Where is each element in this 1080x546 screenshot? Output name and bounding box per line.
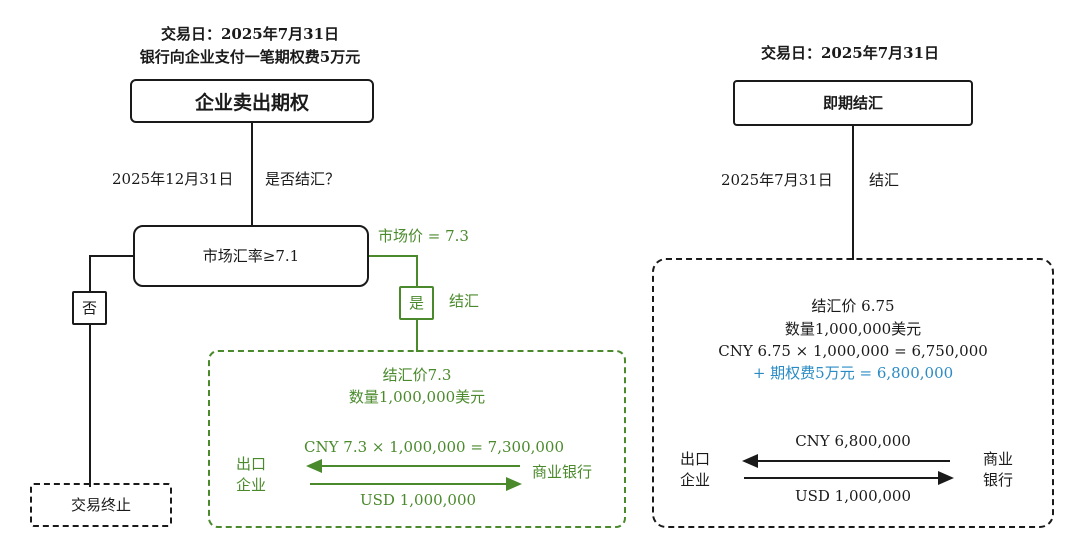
condition-box: 市场汇率≥7.1 [133, 225, 369, 287]
left-premium-note: 银行向企业支付一笔期权费5万元 [139, 48, 361, 66]
right-result-box [652, 258, 1054, 528]
right-cny-arrow [742, 454, 950, 468]
no-label: 否 [81, 298, 97, 317]
condition-label: 市场汇率≥7.1 [202, 246, 300, 265]
left-trade-date: 交易日：2025年7月31日 [160, 25, 340, 43]
terminate-box: 交易终止 [30, 483, 172, 527]
yes-label: 是 [408, 293, 424, 312]
connector-line [852, 126, 854, 260]
right-trade-date: 交易日：2025年7月31日 [760, 44, 940, 62]
terminate-label: 交易终止 [70, 495, 131, 514]
left-usd-flow: USD 1,000,000 [360, 491, 477, 509]
spot-settle-box: 即期结汇 [733, 80, 973, 126]
yes-branch-line [369, 255, 418, 257]
no-branch-line [89, 255, 91, 487]
left-quantity: 数量1,000,000美元 [348, 388, 486, 406]
right-usd-flow: USD 1,000,000 [794, 487, 912, 505]
right-action: 结汇 [869, 171, 900, 189]
right-cny-flow: CNY 6,800,000 [795, 432, 911, 450]
left-party-bank: 商业银行 [532, 463, 593, 481]
left-result-box [208, 350, 626, 528]
no-branch-line [89, 255, 134, 257]
right-premium-add: + 期权费5万元 = 6,800,000 [752, 364, 954, 382]
no-box: 否 [72, 291, 107, 325]
left-cny-arrow [306, 459, 520, 473]
expiry-date: 2025年12月31日 [112, 170, 234, 188]
spot-settle-label: 即期结汇 [822, 93, 883, 112]
right-usd-arrow [744, 471, 954, 485]
sell-option-box: 企业卖出期权 [130, 79, 374, 123]
left-settle-price: 结汇价7.3 [382, 366, 452, 384]
left-usd-arrow [310, 477, 522, 491]
sell-option-label: 企业卖出期权 [194, 91, 309, 114]
market-price: 市场价 = 7.3 [378, 227, 469, 245]
right-party-bank: 商业 银行 [983, 450, 1014, 489]
yes-box: 是 [399, 286, 434, 320]
right-party-exporter: 出口 企业 [680, 450, 711, 489]
right-date: 2025年7月31日 [721, 171, 833, 189]
left-party-exporter: 出口 企业 [236, 455, 267, 494]
settle-question: 是否结汇？ [265, 170, 341, 188]
right-settle-price: 结汇价 6.75 [811, 297, 895, 315]
right-quantity: 数量1,000,000美元 [784, 320, 922, 338]
right-calc: CNY 6.75 × 1,000,000 = 6,750,000 [718, 342, 988, 360]
left-cny-flow: CNY 7.3 × 1,000,000 = 7,300,000 [304, 438, 565, 456]
settle-label: 结汇 [449, 292, 480, 310]
connector-line [251, 123, 253, 225]
